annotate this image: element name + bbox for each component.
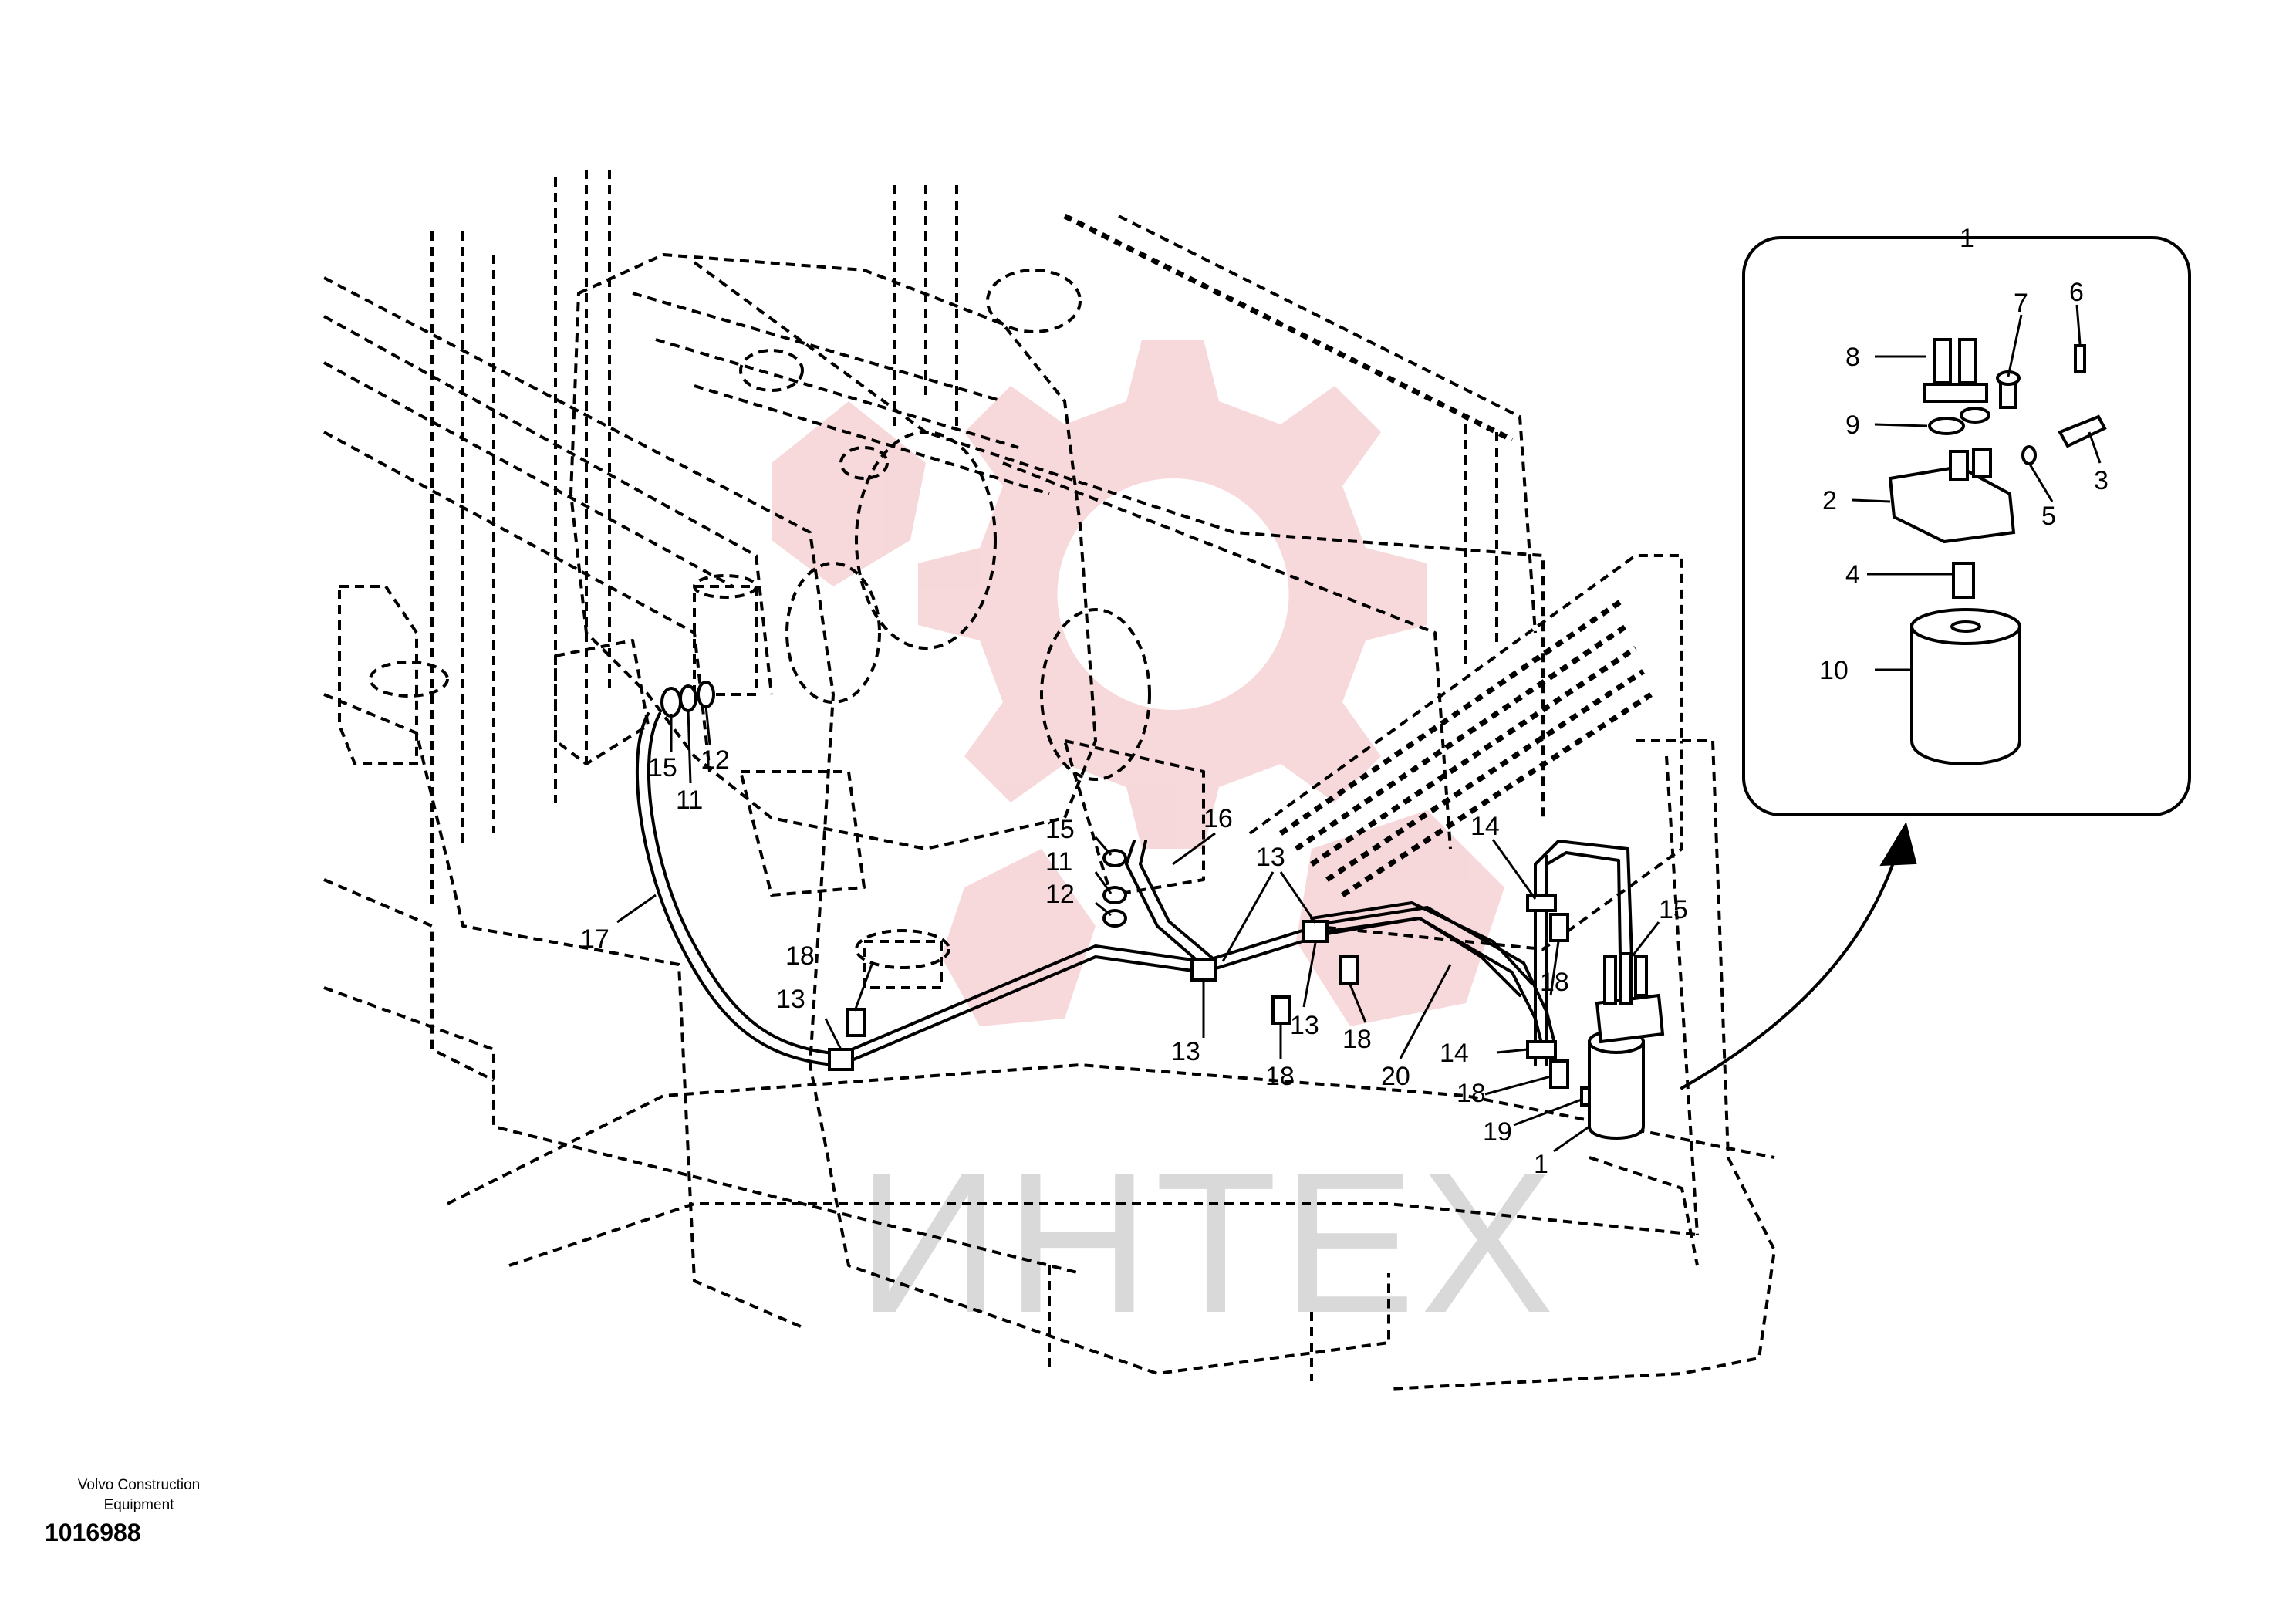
callout-leaders [616, 705, 1660, 1153]
inset-panel [1742, 236, 2191, 816]
callout-20: 20 [1381, 1062, 1410, 1091]
bolts [846, 913, 1609, 1107]
callout-13-right: 13 [1290, 1011, 1319, 1040]
drawing-number: 1016988 [45, 1519, 141, 1546]
inset-callout-3: 3 [2094, 466, 2109, 495]
inset-callout-9: 9 [1845, 411, 1860, 440]
callout-13-top: 13 [1256, 843, 1285, 872]
callout-15-mid: 15 [1045, 815, 1075, 844]
hose-20 [1310, 901, 1533, 997]
callout-18-left: 18 [785, 941, 815, 971]
main-callouts: 15 12 11 17 15 11 12 16 13 18 13 13 13 1… [580, 745, 1688, 1179]
callout-18-bottom: 18 [1265, 1062, 1295, 1091]
callout-15-right: 15 [1659, 895, 1688, 924]
callout-11-mid: 11 [1045, 847, 1072, 877]
callout-12-left: 12 [701, 745, 730, 775]
callout-17: 17 [580, 924, 609, 954]
inset-callout-2: 2 [1822, 486, 1837, 515]
footer-company-line2: Equipment [103, 1497, 174, 1513]
inset-callout-10: 10 [1819, 656, 1849, 685]
callout-arrow [1680, 821, 1917, 1090]
inset-callout-6: 6 [2069, 278, 2084, 307]
callout-14-top: 14 [1470, 812, 1500, 841]
inset-callout-8: 8 [1845, 343, 1860, 372]
inset-callout-7: 7 [2014, 289, 2028, 318]
inset-callouts: 1 8 7 6 9 3 2 5 4 10 [1819, 224, 2109, 685]
frame-outline [323, 170, 1776, 1391]
hose-17 [635, 712, 842, 1066]
callout-11-left: 11 [676, 786, 703, 815]
hose-16 [1125, 840, 1214, 968]
callout-18-lower: 18 [1457, 1079, 1486, 1108]
callout-14-bottom: 14 [1440, 1039, 1469, 1068]
footer-company: Volvo Construction Equipment [31, 1475, 247, 1516]
callout-1: 1 [1534, 1150, 1548, 1179]
callout-15-left: 15 [648, 753, 677, 782]
callout-16: 16 [1204, 804, 1233, 833]
callout-13-bottom: 13 [1171, 1037, 1200, 1066]
callout-18-right: 18 [1540, 968, 1569, 997]
inset-callout-4: 4 [1845, 560, 1860, 590]
callout-13-left: 13 [776, 985, 805, 1014]
engine-outline [554, 253, 1205, 897]
callout-19: 19 [1483, 1117, 1512, 1147]
callout-12-mid: 12 [1045, 880, 1075, 909]
inset-callout-5: 5 [2041, 502, 2056, 531]
callout-18-mid: 18 [1342, 1025, 1372, 1054]
footer-company-line1: Volvo Construction [77, 1477, 201, 1493]
inset-title: 1 [1960, 224, 1974, 253]
filter-assembly [1588, 952, 1665, 1140]
watermark-text: ИНТЕХ [856, 1131, 1558, 1355]
